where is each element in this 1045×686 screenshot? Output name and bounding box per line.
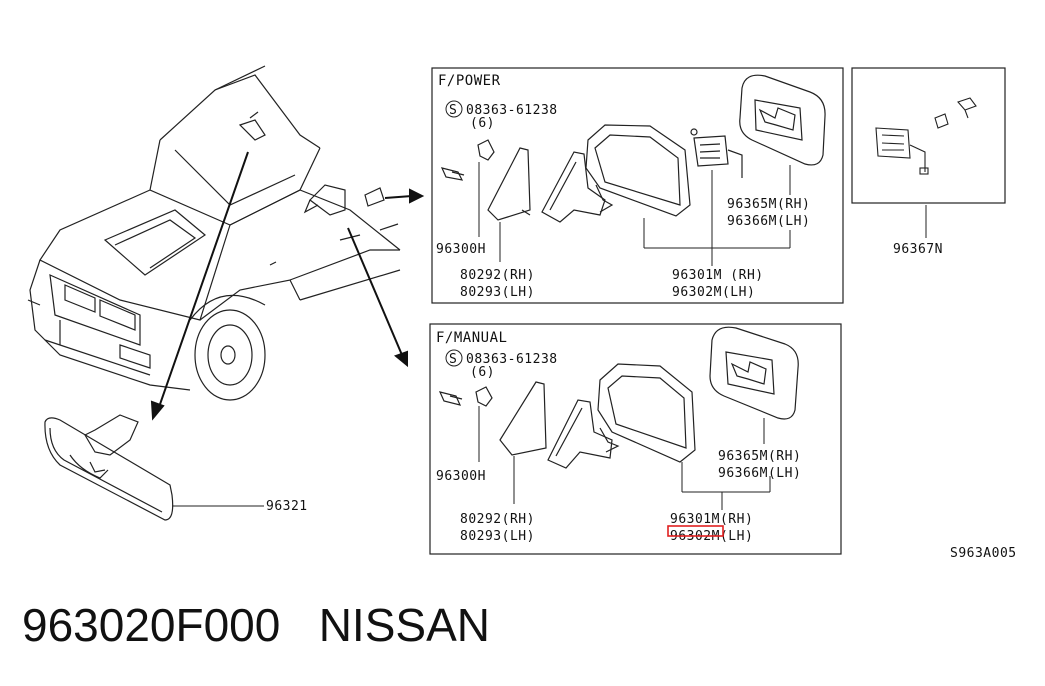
power-mirror-rh-label: 96301M (RH) xyxy=(672,268,764,283)
manual-panel-title: F/MANUAL xyxy=(436,330,507,346)
power-screw-label: 08363-61238 xyxy=(466,103,558,118)
manual-screw-label: 08363-61238 xyxy=(466,352,558,367)
caption: 963020F000 NISSAN xyxy=(22,598,490,652)
screw-symbol-icon xyxy=(445,100,463,118)
screw-symbol-icon xyxy=(445,349,463,367)
caption-part-number: 963020F000 xyxy=(22,599,281,651)
actuator-drawing xyxy=(875,97,977,175)
actuator-panel-frame xyxy=(851,67,1006,204)
manual-mirror-parts-drawing xyxy=(438,326,799,469)
power-leader-lines xyxy=(478,162,791,266)
diagram-code: S963A005 xyxy=(950,546,1017,561)
screw-symbol-letter: S xyxy=(449,103,457,118)
rear-view-mirror-drawing xyxy=(44,414,174,521)
manual-cover-label: 96300H xyxy=(436,469,486,484)
manual-glass-lh-label: 96366M(LH) xyxy=(718,466,801,481)
power-glass-lh-label: 96366M(LH) xyxy=(727,214,810,229)
power-screw-qty: (6) xyxy=(470,116,495,131)
manual-leader-lines xyxy=(478,406,771,510)
caption-brand: NISSAN xyxy=(318,599,490,651)
power-panel-frame xyxy=(431,67,844,304)
power-finisher-lh-label: 80293(LH) xyxy=(460,285,535,300)
power-cover-label: 96300H xyxy=(436,242,486,257)
manual-finisher-lh-label: 80293(LH) xyxy=(460,529,535,544)
pointer-arrows xyxy=(150,151,425,421)
manual-glass-rh-label: 96365M(RH) xyxy=(718,449,801,464)
manual-mirror-rh-label: 96301M(RH) xyxy=(670,512,753,527)
power-glass-rh-label: 96365M(RH) xyxy=(727,197,810,212)
rear-mirror-part-label: 96321 xyxy=(266,499,308,514)
highlight-box xyxy=(667,525,724,537)
manual-finisher-rh-label: 80292(RH) xyxy=(460,512,535,527)
manual-panel-frame xyxy=(429,323,842,555)
power-mirror-parts-drawing xyxy=(440,74,826,223)
power-mirror-lh-label: 96302M(LH) xyxy=(672,285,755,300)
power-panel-title: F/POWER xyxy=(438,73,501,89)
screw-symbol-letter: S xyxy=(449,352,457,367)
vehicle-illustration xyxy=(27,65,401,401)
power-finisher-rh-label: 80292(RH) xyxy=(460,268,535,283)
actuator-part-label: 96367N xyxy=(893,242,943,257)
manual-screw-qty: (6) xyxy=(470,365,495,380)
